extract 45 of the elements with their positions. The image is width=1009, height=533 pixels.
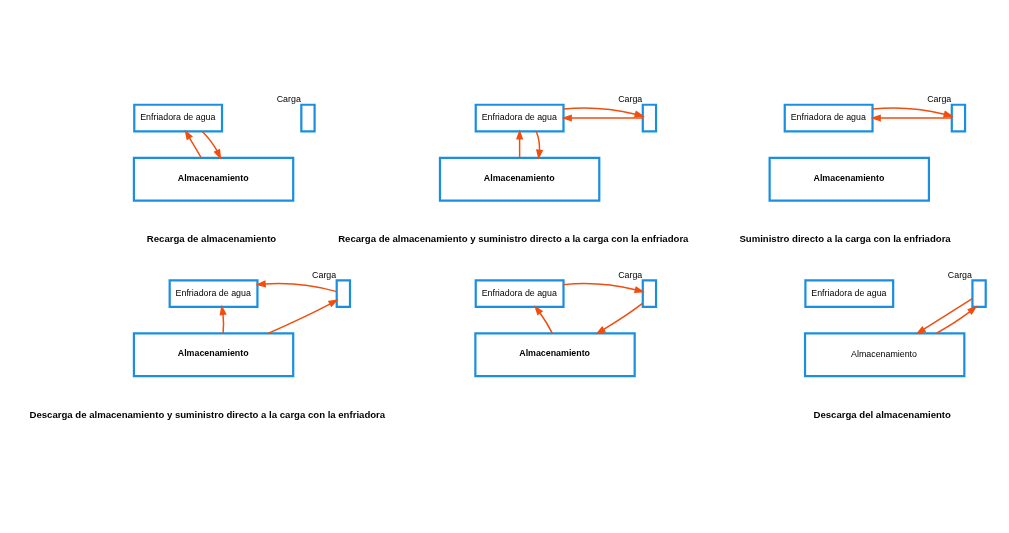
- node-label: Carga: [276, 93, 301, 104]
- node-box: [300, 103, 316, 132]
- arrow: [267, 298, 339, 334]
- arrow: [915, 297, 974, 334]
- arrow: [872, 106, 954, 118]
- arrow: [535, 130, 544, 160]
- arrow: [534, 304, 553, 334]
- node-label: Carga: [927, 93, 952, 104]
- node-label: Carga: [618, 93, 643, 104]
- node-box: [950, 103, 967, 132]
- arrow: [561, 113, 644, 122]
- label: Recarga de almacenamiento: [146, 232, 277, 244]
- node-box: Almacenamiento: [438, 156, 601, 202]
- label: Descarga del almacenamiento: [813, 408, 951, 420]
- arrow: [255, 279, 338, 292]
- node-box: Enfriadora de agua: [133, 103, 224, 132]
- node-box: Enfriadora de agua: [783, 103, 874, 132]
- arrow: [595, 302, 644, 334]
- node-box: [335, 278, 352, 308]
- label: Descarga de almacenamiento y suministro directo a la carga con la enfriadora: [29, 408, 386, 420]
- arrow: [201, 130, 222, 160]
- node-label: Carga: [947, 269, 972, 280]
- arrow: [935, 305, 978, 334]
- node-box: Enfriadora de agua: [474, 103, 565, 132]
- node-box: [641, 103, 658, 132]
- node-box: Almacenamiento: [474, 331, 636, 377]
- arrow: [870, 113, 953, 122]
- label: Suministro directo a la carga con la enfriadora: [739, 232, 951, 244]
- node-box: Enfriadora de agua: [168, 278, 259, 308]
- arrow: [563, 282, 645, 293]
- node-box: Almacenamiento: [768, 156, 931, 202]
- arrow: [563, 106, 645, 118]
- node-label: Carga: [618, 269, 643, 280]
- node-label: Carga: [312, 269, 337, 280]
- node-box: Almacenamiento: [132, 156, 295, 202]
- node-box: Almacenamiento: [132, 331, 295, 377]
- arrow: [516, 128, 524, 158]
- node-box: Enfriadora de agua: [474, 278, 565, 308]
- label: Recarga de almacenamiento y suministro directo a la carga con la enfriadora: [338, 232, 689, 244]
- node-box: Enfriadora de agua: [804, 278, 895, 308]
- arrow: [184, 129, 202, 158]
- node-box: [971, 278, 987, 308]
- node-box: Almacenamiento: [803, 331, 966, 377]
- arrow: [219, 304, 227, 334]
- node-box: [641, 278, 658, 308]
